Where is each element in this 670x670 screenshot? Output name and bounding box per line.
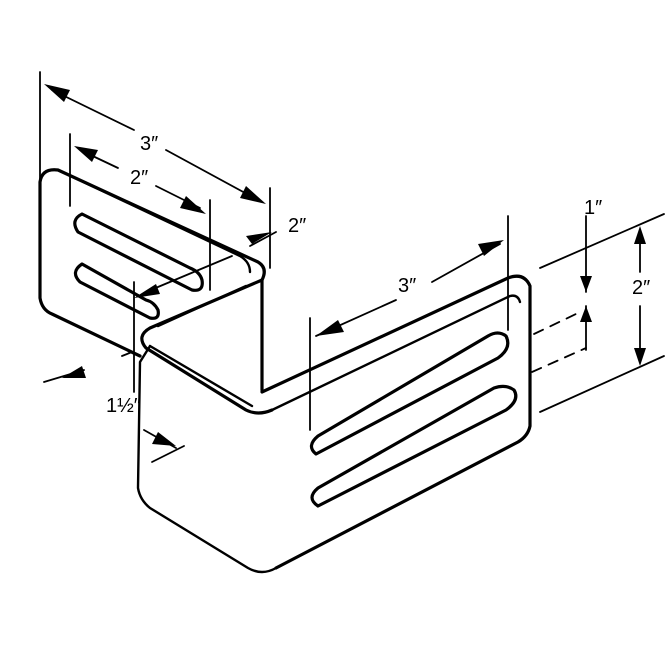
front-plate-slots [309, 331, 518, 508]
label-top-inner: 2″ [130, 167, 148, 189]
dim-right-height [539, 213, 665, 413]
front-plate [260, 274, 532, 570]
base-plate [136, 278, 278, 574]
dim-front-length [309, 215, 509, 431]
label-top-overall: 3″ [140, 133, 158, 155]
dim-top-depth [133, 231, 277, 393]
label-right-slot: 1″ [584, 197, 602, 219]
dim-top-overall [39, 71, 271, 269]
back-plate-slots [73, 212, 204, 320]
dim-right-slot [531, 215, 592, 373]
label-top-depth: 2″ [288, 215, 306, 237]
label-left-depth: 1½″ [106, 395, 141, 417]
back-plate [38, 168, 266, 392]
label-right-height: 2″ [632, 277, 650, 299]
dim-left-depth [43, 351, 185, 463]
dim-top-inner [69, 133, 211, 291]
label-front-length: 3″ [398, 275, 416, 297]
